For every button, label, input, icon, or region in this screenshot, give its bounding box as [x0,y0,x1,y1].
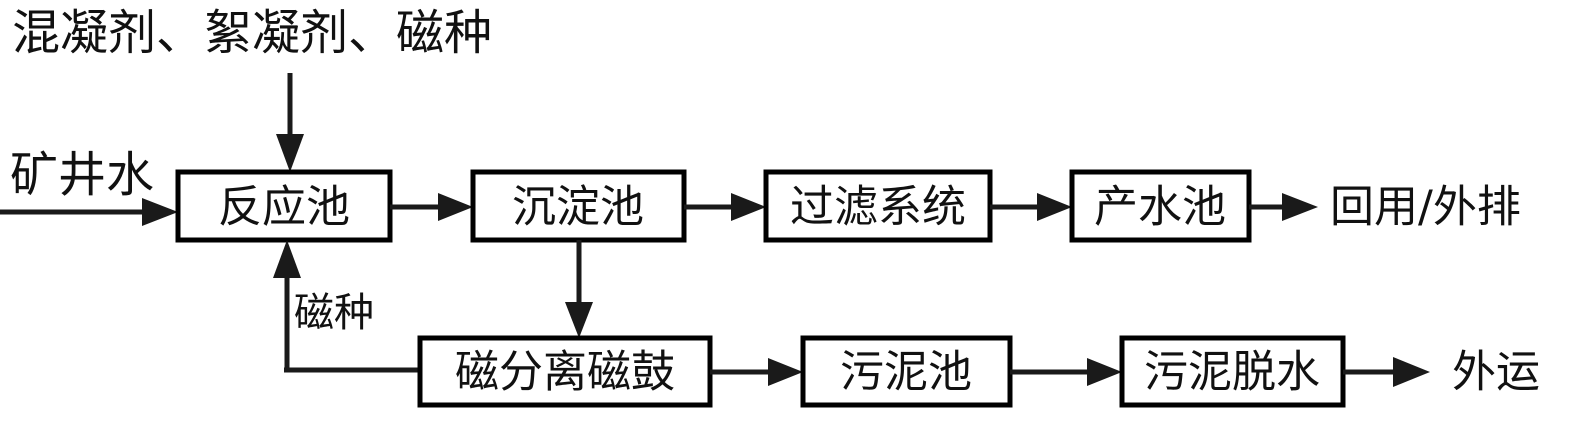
arrow-product-water-to-reuse [1249,193,1318,221]
node-filtration-system[interactable]: 过滤系统 [763,169,993,243]
node-magnetic-drum[interactable]: 磁分离磁鼓 [417,335,713,408]
node-label-reaction-tank: 反应池 [218,182,350,233]
output-label-transport-out: 外运 [1452,347,1540,398]
node-sedimentation-tank[interactable]: 沉淀池 [470,169,687,243]
arrow-filtration-to-product-water [990,193,1072,221]
arrow-sedimentation-to-magnetic-drum [565,240,593,338]
output-label-reuse-discharge: 回用/外排 [1330,182,1521,233]
arrow-sedimentation-to-filtration [684,193,766,221]
arrow-sludge-tank-to-dewatering [1010,358,1122,386]
arrow-reaction-to-sedimentation [390,193,473,221]
arrow-mine-water-to-reaction-tank [0,198,178,226]
arrow-magnetic-drum-to-sludge-tank [710,358,803,386]
node-reaction-tank[interactable]: 反应池 [175,169,393,243]
node-label-sludge-tank: 污泥池 [840,347,972,398]
node-label-sludge-dewatering: 污泥脱水 [1144,347,1320,398]
node-product-water-tank[interactable]: 产水池 [1069,169,1252,243]
node-label-sedimentation-tank: 沉淀池 [512,182,644,233]
arrow-reagents-to-reaction-tank [276,73,304,172]
node-sludge-tank[interactable]: 污泥池 [800,335,1013,408]
edge-label-magnetic-seed: 磁种 [294,290,374,336]
node-sludge-dewatering[interactable]: 污泥脱水 [1119,335,1346,408]
node-label-product-water-tank: 产水池 [1094,182,1226,233]
input-label-reagents: 混凝剂、絮凝剂、磁种 [12,5,492,61]
arrow-dewatering-to-transport-out [1343,357,1430,387]
node-label-filtration-system: 过滤系统 [790,182,966,233]
arrow-magnetic-seed-return [273,240,422,373]
input-label-mine-water: 矿井水 [10,147,154,203]
node-label-magnetic-drum: 磁分离磁鼓 [455,347,675,398]
